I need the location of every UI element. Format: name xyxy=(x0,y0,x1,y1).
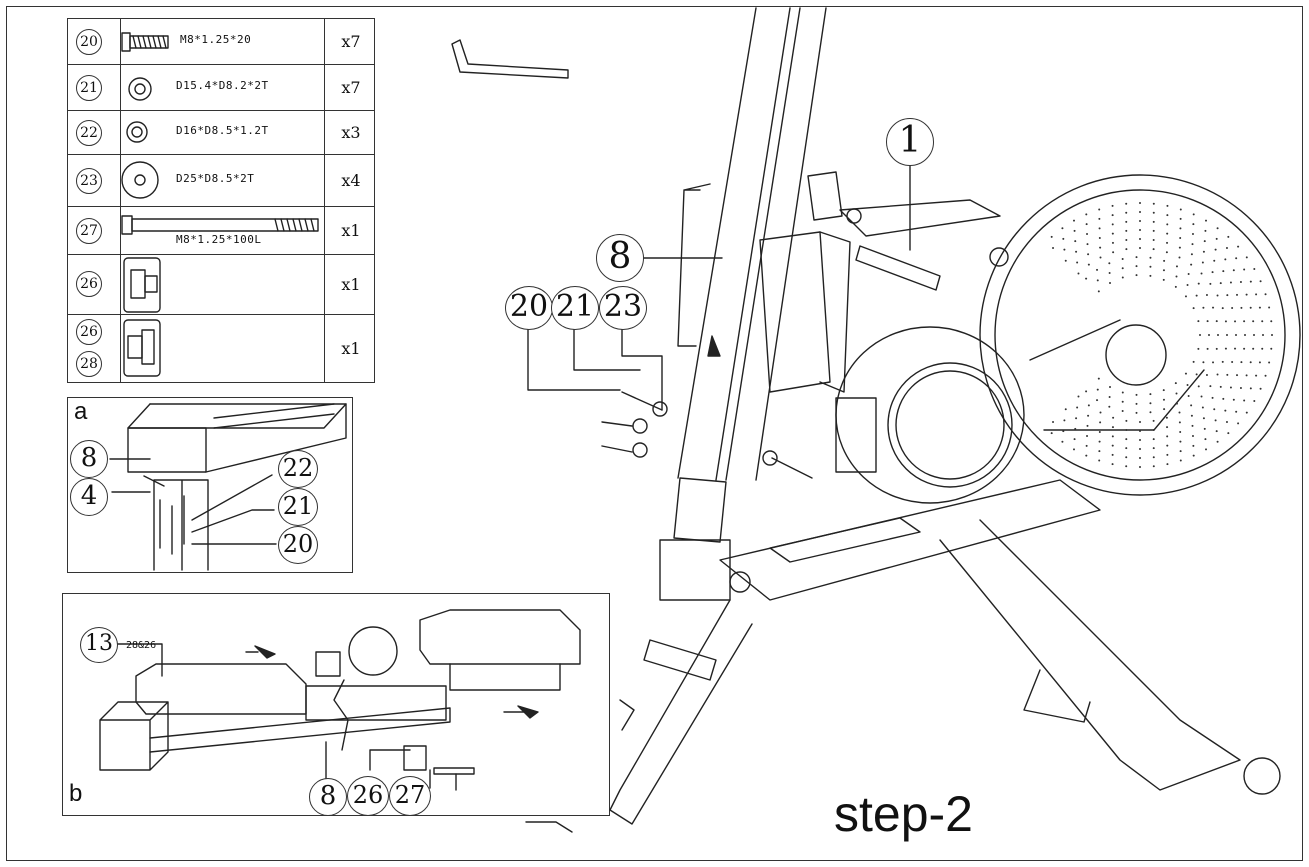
callout-b-note: 28&26 xyxy=(126,640,157,651)
part-number: 23 xyxy=(76,168,102,194)
part-number: 27 xyxy=(76,218,102,244)
diagram-frame xyxy=(6,6,1303,861)
parts-table: 20 M8*1.25*20 x7 21 D15.4*D8.2*2T x7 22 … xyxy=(67,18,375,383)
flywheel-pattern: (function(){ var g = document.currentScr… xyxy=(1050,202,1273,468)
part-number: 20 xyxy=(76,29,102,55)
rowing-machine-drawing xyxy=(525,7,1301,833)
callout-b-8: 8 xyxy=(309,778,347,816)
detail-b-drawing xyxy=(99,609,581,791)
bolt-20-icon xyxy=(121,32,169,52)
callout-23: 23 xyxy=(599,286,647,330)
part-row-22: 22 D16*D8.5*1.2T x3 xyxy=(68,111,374,155)
part-number: 26 xyxy=(76,271,102,297)
part-qty: x3 xyxy=(324,111,377,155)
part-spec: D15.4*D8.2*2T xyxy=(176,79,269,92)
part-row-26-28: 26 28 x1 xyxy=(68,315,374,382)
nut-26-28-icon xyxy=(123,319,161,377)
part-row-23: 23 D25*D8.5*2T x4 xyxy=(68,155,374,207)
part-qty: x4 xyxy=(324,155,377,207)
part-spec: M8*1.25*100L xyxy=(176,233,262,246)
part-qty: x1 xyxy=(324,315,377,382)
callout-a-22: 22 xyxy=(278,450,318,488)
callout-b-26: 26 xyxy=(347,776,389,816)
part-qty: x7 xyxy=(324,65,377,111)
step-title: step-2 xyxy=(834,786,973,842)
detail-b-label: b xyxy=(69,780,83,807)
callout-b-27: 27 xyxy=(389,776,431,816)
callout-21: 21 xyxy=(551,286,599,330)
nut-26-icon xyxy=(123,257,161,313)
callout-b-13: 13 xyxy=(80,627,118,663)
washer-23-icon xyxy=(121,161,159,199)
part-row-20: 20 M8*1.25*20 x7 xyxy=(68,19,374,65)
part-number: 21 xyxy=(76,75,102,101)
table-divider xyxy=(120,19,121,382)
part-spec: D16*D8.5*1.2T xyxy=(176,124,269,137)
bolt-27-icon xyxy=(121,215,319,235)
hex-key-icon xyxy=(451,39,569,79)
part-spec: M8*1.25*20 xyxy=(180,33,252,46)
part-number: 22 xyxy=(76,120,102,146)
part-qty: x7 xyxy=(324,19,377,65)
callout-a-21: 21 xyxy=(278,488,318,526)
part-number: 28 xyxy=(76,351,102,377)
callout-a-8: 8 xyxy=(70,440,108,478)
part-row-26: 26 x1 xyxy=(68,255,374,315)
part-row-21: 21 D15.4*D8.2*2T x7 xyxy=(68,65,374,111)
leader-lines xyxy=(527,159,911,411)
callout-a-4: 4 xyxy=(70,478,108,516)
detail-a-drawing xyxy=(109,403,347,571)
part-spec: D25*D8.5*2T xyxy=(176,172,255,185)
part-qty: x1 xyxy=(324,207,377,255)
washer-21-icon xyxy=(128,77,152,101)
callout-20: 20 xyxy=(505,286,553,330)
callout-1: 1 xyxy=(886,118,934,166)
part-row-27: 27 M8*1.25*100L x1 xyxy=(68,207,374,255)
washer-22-icon xyxy=(126,121,148,143)
callout-a-20: 20 xyxy=(278,526,318,564)
part-qty: x1 xyxy=(324,255,377,315)
detail-a-label: a xyxy=(74,398,88,425)
part-number: 26 xyxy=(76,319,102,345)
callout-8: 8 xyxy=(596,234,644,282)
